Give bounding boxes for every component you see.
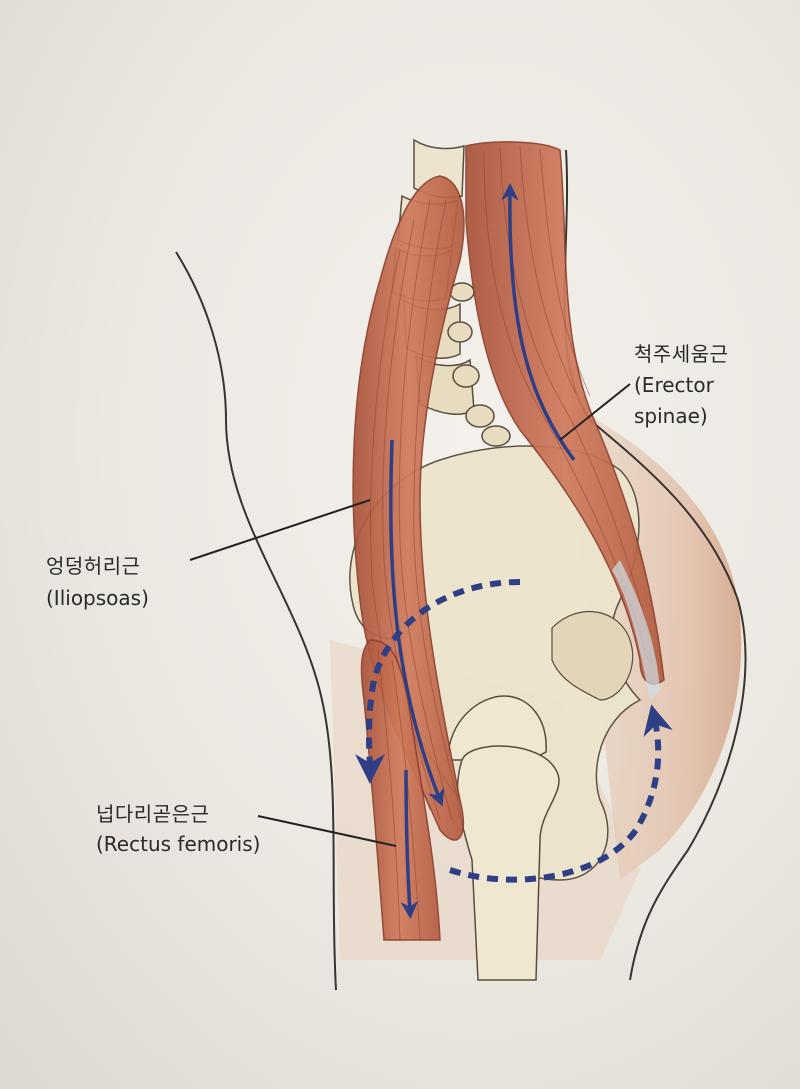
- front-body-outline: [175, 251, 337, 991]
- rectus-femoris-downward-arrow: [400, 769, 419, 919]
- erector-spinae-english-name-line1: (Erector: [634, 373, 714, 397]
- iliopsoas-korean-name: 엉덩허리근: [46, 554, 141, 578]
- erector-spinae-label: 척주세움근 (Erector spinae): [634, 340, 729, 430]
- iliopsoas-english-name: (Iliopsoas): [46, 586, 149, 610]
- erector-spinae-muscle: [465, 141, 665, 700]
- rectus-femoris-english-name: (Rectus femoris): [96, 832, 261, 856]
- erector-spinae-upward-arrow: [501, 183, 576, 462]
- anterior-pelvic-tilt-dashed-arrow-back: [449, 704, 673, 883]
- iliopsoas-label: 엉덩허리근 (Iliopsoas): [46, 552, 149, 612]
- iliopsoas-leader-line: [189, 499, 371, 561]
- femur-bone: [447, 695, 560, 981]
- erector-spinae-leader-line: [559, 383, 631, 441]
- rectus-femoris-label: 넙다리곧은근 (Rectus femoris): [96, 800, 260, 858]
- anterior-pelvic-tilt-dashed-arrow-front: [354, 579, 521, 784]
- erector-spinae-english-name-line2: spinae): [634, 404, 708, 428]
- iliopsoas-downward-arrow: [389, 439, 445, 807]
- erector-spinae-korean-name: 척주세움근: [634, 342, 729, 366]
- rectus-femoris-korean-name: 넙다리곧은근: [96, 802, 210, 826]
- rectus-femoris-leader-line: [257, 815, 397, 847]
